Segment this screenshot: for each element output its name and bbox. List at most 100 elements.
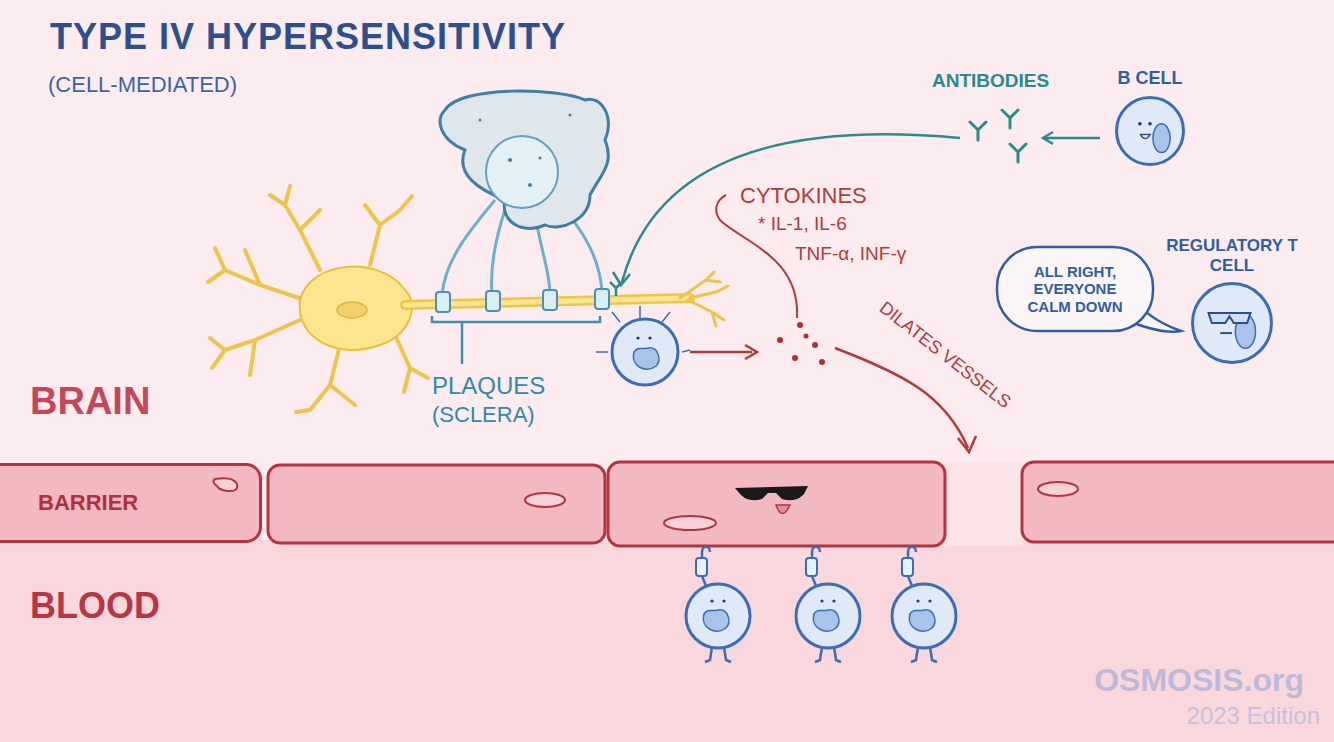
leukocyte <box>911 647 937 662</box>
barrier-cells <box>525 493 565 507</box>
antibodies-label: ANTIBODIES <box>932 70 1049 92</box>
background <box>0 540 1334 742</box>
t-cell <box>636 336 639 339</box>
cell-eye <box>1138 122 1142 126</box>
leukocyte <box>832 599 835 602</box>
cell-shape <box>1114 95 1186 167</box>
region-label: BLOOD <box>30 585 160 626</box>
watermark: OSMOSIS.org <box>1094 662 1304 699</box>
leukocyte <box>702 547 710 558</box>
leukocyte <box>908 547 916 558</box>
plaques-bracket <box>432 316 600 364</box>
node-text: ALL RIGHT, EVERYONE CALM DOWN <box>1019 263 1131 315</box>
neuron <box>337 302 367 318</box>
bubble-outline <box>997 247 1153 331</box>
barrier-cells <box>608 462 945 546</box>
dilates-arrow <box>958 436 976 452</box>
neuron <box>395 335 428 392</box>
leukocyte <box>796 584 860 648</box>
leukocyte <box>806 558 817 576</box>
oligodendrocyte <box>486 291 500 311</box>
leukocyte <box>813 610 838 631</box>
background <box>945 462 1022 546</box>
t-cell <box>612 319 678 385</box>
b-cell-arrow <box>1043 132 1100 144</box>
cell-shape <box>1190 281 1274 365</box>
leukocyte <box>812 547 820 558</box>
oligodendrocyte <box>486 136 558 208</box>
cell-eye <box>1148 122 1152 126</box>
neuron <box>296 345 355 412</box>
cell-mouth <box>1220 332 1232 334</box>
barrier-cells <box>664 516 716 530</box>
b-cell-arrow <box>1045 137 1100 140</box>
barrier-cells <box>268 462 1334 546</box>
speech-bubble: ALL RIGHT, EVERYONE CALM DOWN <box>995 245 1155 333</box>
barrier-cells <box>776 505 790 514</box>
node-text: REGULATORY T CELL <box>1160 236 1304 275</box>
node-text: B CELL <box>1098 68 1202 89</box>
watermark: 2023 Edition <box>1187 702 1320 730</box>
cytokine-arrow <box>690 345 757 359</box>
cytokine-dots <box>792 355 798 361</box>
cell-mouth <box>1141 134 1150 138</box>
node-text: BARRIER <box>38 490 138 515</box>
cytokine-dots <box>804 334 809 339</box>
cytokine-arrow <box>745 345 757 359</box>
regulatory-t-cell: REGULATORY T CELL <box>1160 236 1304 367</box>
neuron <box>300 267 412 350</box>
neuron <box>365 196 412 265</box>
cytokine-list: TNF-α, INF-γ <box>795 243 906 265</box>
neuron <box>208 186 428 412</box>
plaques-label: (SCLERA) <box>432 402 535 427</box>
t-cell <box>596 306 690 385</box>
antibodies <box>970 110 1026 162</box>
oligodendrocyte <box>539 157 542 160</box>
b-cell: B CELL <box>1098 68 1202 169</box>
neuron <box>210 320 300 375</box>
leukocyte <box>916 599 919 602</box>
cell-nucleus <box>213 478 237 491</box>
cell-nucleus <box>1153 123 1170 152</box>
t-cell <box>633 348 658 369</box>
leukocyte <box>796 547 860 662</box>
subtitle-text: (CELL-MEDIATED) <box>48 72 237 97</box>
neuron <box>680 272 728 326</box>
barrier-cells <box>1022 462 1334 542</box>
leukocyte <box>928 599 931 602</box>
leukocyte <box>686 547 750 662</box>
plaques-label: PLAQUES <box>432 372 545 400</box>
neuron <box>208 248 305 300</box>
leukocyte <box>909 610 934 631</box>
leukocyte <box>820 599 823 602</box>
plaques-bracket <box>432 316 600 364</box>
cytokine-dots <box>777 322 825 365</box>
leukocyte <box>722 599 725 602</box>
title-text: TYPE IV HYPERSENSITIVITY <box>50 16 566 57</box>
leukocyte <box>902 558 913 576</box>
cytokines-label: CYTOKINES <box>740 183 867 208</box>
cytokine-dots <box>777 337 783 343</box>
oligodendrocyte <box>436 292 450 312</box>
leukocyte <box>892 547 956 662</box>
antibody-arrow <box>622 134 960 282</box>
leukocyte <box>696 558 707 576</box>
leukocyte <box>703 610 728 631</box>
oligodendrocyte <box>543 290 557 310</box>
barrier-cells <box>735 486 808 500</box>
barrier-cells <box>1038 482 1078 496</box>
cell-outline <box>1193 284 1272 363</box>
oligodendrocyte <box>436 91 609 312</box>
leukocyte <box>702 576 706 586</box>
leukocyte <box>705 647 731 662</box>
region-label: BRAIN <box>30 380 150 424</box>
oligodendrocyte <box>569 114 572 117</box>
leukocyte <box>812 576 816 586</box>
cell-outline <box>1117 97 1184 164</box>
oligodendrocyte <box>528 183 532 187</box>
antibody-arrow <box>610 134 960 296</box>
oligodendrocyte <box>440 91 608 228</box>
cytokine-dots <box>797 322 803 328</box>
